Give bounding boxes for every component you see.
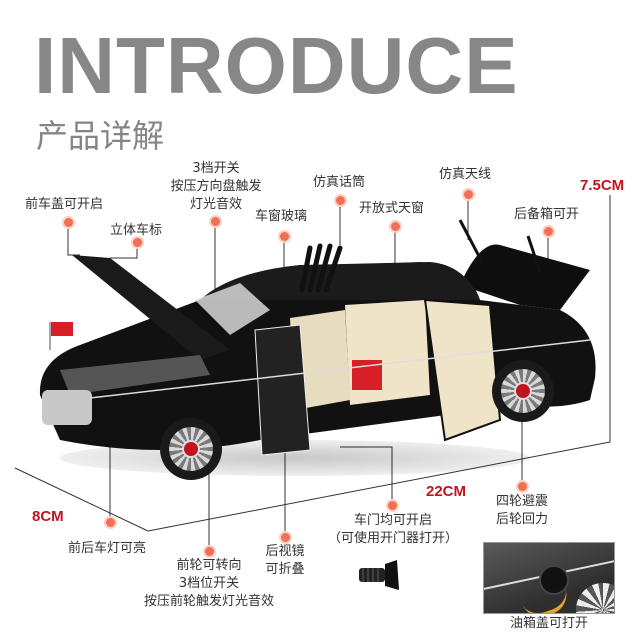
label-antenna: 仿真天线 xyxy=(439,167,492,182)
hotspot-microphone xyxy=(336,196,345,205)
page-subtitle: 产品详解 xyxy=(36,117,165,155)
hotspot-emblem xyxy=(133,238,142,247)
label-window: 车窗玻璃 xyxy=(255,209,308,224)
hotspot-hood xyxy=(64,218,73,227)
hotspot-mirror xyxy=(281,533,290,542)
door-opener-tool-image xyxy=(359,560,399,590)
label-doors: 车门均可开启 （可使用开门器打开） xyxy=(327,513,458,546)
label-switch: 3档开关 按压方向盘触发 灯光音效 xyxy=(170,161,262,212)
label-lights: 前后车灯可亮 xyxy=(68,541,147,556)
label-fuel-cap: 油箱盖可打开 xyxy=(510,616,589,631)
label-hood: 前车盖可开启 xyxy=(25,197,104,212)
dimension-height: 7.5CM xyxy=(580,177,625,194)
label-mirror: 后视镜 可折叠 xyxy=(265,544,305,577)
dimension-width: 8CM xyxy=(32,508,64,525)
front-wheel xyxy=(160,418,222,480)
hotspot-trunk xyxy=(544,227,553,236)
hotspot-doors xyxy=(388,501,397,510)
fuel-cap-icon xyxy=(539,565,569,595)
label-emblem: 立体车标 xyxy=(110,223,163,238)
page-title: INTRODUCE xyxy=(34,21,519,110)
hotspot-switch xyxy=(211,217,220,226)
fuel-cap-inset-image xyxy=(483,542,615,614)
hotspot-suspension xyxy=(518,482,527,491)
rear-wheel xyxy=(492,360,554,422)
label-sunroof: 开放式天窗 xyxy=(359,201,425,216)
hotspot-sunroof xyxy=(391,222,400,231)
hotspot-front-wheel xyxy=(205,547,214,556)
hotspot-lights xyxy=(106,518,115,527)
hotspot-window xyxy=(280,232,289,241)
label-front-wheel: 前轮可转向 3档位开关 按压前轮触发灯光音效 xyxy=(143,558,274,609)
label-microphone: 仿真话筒 xyxy=(313,175,366,190)
label-suspension: 四轮避震 后轮回力 xyxy=(495,494,548,527)
hotspot-antenna xyxy=(464,190,473,199)
dimension-length: 22CM xyxy=(426,483,467,500)
label-trunk: 后备箱可开 xyxy=(514,207,580,222)
